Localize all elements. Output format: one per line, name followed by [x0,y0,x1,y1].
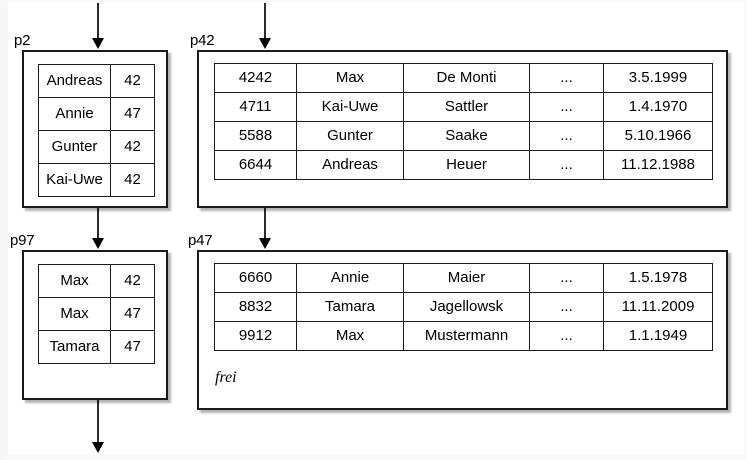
table-row: 9912 Max Mustermann ... 1.1.1949 [214,321,713,351]
record-last: Jagellowsk [403,292,530,322]
index-pointer: 42 [110,64,155,98]
arrow-shaft [97,3,99,40]
index-key: Andreas [38,64,111,98]
index-key: Max [38,297,111,331]
record-last: Saake [403,121,530,151]
record-first: Andreas [296,150,404,180]
index-key: Tamara [38,330,111,364]
record-more: ... [529,150,604,180]
record-last: Mustermann [403,321,530,351]
free-space-label: frei [215,369,237,386]
record-date: 5.10.1966 [603,121,713,151]
page-label-p47: p47 [188,232,213,249]
record-more: ... [529,63,604,93]
page-box-p42: 4242 Max De Monti ... 3.5.1999 4711 Kai-… [197,50,728,208]
index-pointer: 42 [110,163,155,197]
page-label-p97: p97 [10,232,35,249]
index-table-p2: Andreas 42 Annie 47 Gunter 42 Kai-Uwe 42 [38,64,155,197]
record-date: 1.1.1949 [603,321,713,351]
record-more: ... [529,121,604,151]
record-first: Max [296,63,404,93]
record-date: 1.4.1970 [603,92,713,122]
record-more: ... [529,321,604,351]
table-row: 4711 Kai-Uwe Sattler ... 1.4.1970 [214,92,713,122]
record-more: ... [529,263,604,293]
record-first: Max [296,321,404,351]
page-label-p2: p2 [14,32,31,49]
page-box-p97: Max 42 Max 47 Tamara 47 [22,250,168,400]
table-row: Max 47 [38,297,155,331]
arrow-head [92,442,104,453]
arrow-shaft [97,208,99,240]
record-more: ... [529,92,604,122]
data-table-p47: 6660 Annie Maier ... 1.5.1978 8832 Tamar… [214,263,713,351]
table-row: 8832 Tamara Jagellowsk ... 11.11.2009 [214,292,713,322]
index-pointer: 47 [110,297,155,331]
record-first: Annie [296,263,404,293]
arrow-head [259,38,271,49]
record-id: 4242 [214,63,297,93]
table-row: Gunter 42 [38,130,155,164]
index-key: Max [38,264,111,298]
record-last: Sattler [403,92,530,122]
index-key: Kai-Uwe [38,163,111,197]
record-id: 6660 [214,263,297,293]
page-box-p47: 6660 Annie Maier ... 1.5.1978 8832 Tamar… [197,250,728,410]
record-first: Kai-Uwe [296,92,404,122]
table-row: 4242 Max De Monti ... 3.5.1999 [214,63,713,93]
record-first: Gunter [296,121,404,151]
record-date: 1.5.1978 [603,263,713,293]
index-pointer: 47 [110,97,155,131]
record-date: 3.5.1999 [603,63,713,93]
index-key: Gunter [38,130,111,164]
index-pointer: 47 [110,330,155,364]
arrow-head [92,38,104,49]
record-last: De Monti [403,63,530,93]
arrow-shaft [264,208,266,240]
table-row: 6644 Andreas Heuer ... 11.12.1988 [214,150,713,180]
record-last: Maier [403,263,530,293]
record-more: ... [529,292,604,322]
table-row: Andreas 42 [38,64,155,98]
table-row: Kai-Uwe 42 [38,163,155,197]
index-key: Annie [38,97,111,131]
record-date: 11.12.1988 [603,150,713,180]
table-row: Max 42 [38,264,155,298]
arrow-shaft [97,400,99,444]
arrow-head [259,238,271,249]
page-box-p2: Andreas 42 Annie 47 Gunter 42 Kai-Uwe 42 [22,50,168,208]
record-id: 4711 [214,92,297,122]
index-pointer: 42 [110,264,155,298]
record-first: Tamara [296,292,404,322]
data-table-p42: 4242 Max De Monti ... 3.5.1999 4711 Kai-… [214,63,713,180]
table-row: Tamara 47 [38,330,155,364]
arrow-head [92,238,104,249]
arrow-shaft [264,3,266,40]
record-id: 5588 [214,121,297,151]
table-row: 6660 Annie Maier ... 1.5.1978 [214,263,713,293]
index-pointer: 42 [110,130,155,164]
page-label-p42: p42 [190,32,215,49]
record-date: 11.11.2009 [603,292,713,322]
record-id: 8832 [214,292,297,322]
record-last: Heuer [403,150,530,180]
record-id: 6644 [214,150,297,180]
table-row: Annie 47 [38,97,155,131]
table-row: 5588 Gunter Saake ... 5.10.1966 [214,121,713,151]
record-id: 9912 [214,321,297,351]
index-table-p97: Max 42 Max 47 Tamara 47 [38,264,155,364]
